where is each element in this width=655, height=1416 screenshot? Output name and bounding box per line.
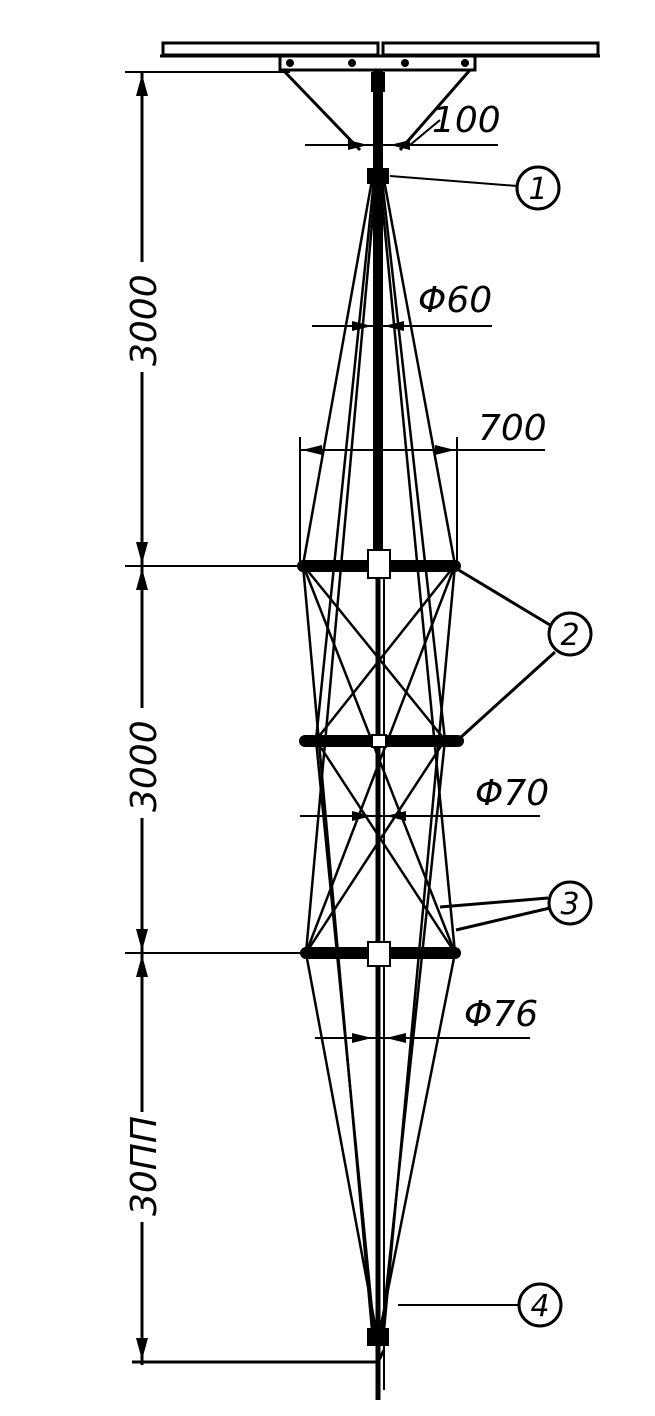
dim-spreader-width: 700 bbox=[478, 408, 547, 449]
dim-line-700 bbox=[299, 437, 545, 566]
dim-span-middle: 3000 bbox=[124, 720, 165, 812]
central-mast bbox=[371, 70, 385, 1400]
vertical-dimension-line bbox=[125, 71, 386, 1365]
callout-4: 4 bbox=[398, 1282, 563, 1328]
dim-diameter-middle: Φ70 bbox=[475, 773, 549, 814]
callout-3: 3 bbox=[439, 880, 593, 932]
top-hub bbox=[367, 168, 389, 184]
callout-label-2: 2 bbox=[560, 618, 579, 653]
dim-line-phi60 bbox=[312, 321, 492, 331]
callout-label-1: 1 bbox=[528, 172, 547, 207]
dim-span-lower: 30ПП bbox=[124, 1116, 165, 1216]
callout-1: 1 bbox=[389, 165, 561, 211]
dim-top-gap: 100 bbox=[432, 100, 501, 141]
callout-label-3: 3 bbox=[560, 887, 579, 922]
dim-line-100 bbox=[305, 119, 498, 150]
dim-diameter-top: Φ60 bbox=[418, 280, 492, 321]
bottom-hub bbox=[367, 1328, 389, 1346]
mounting-bracket bbox=[160, 41, 600, 152]
callout-label-4: 4 bbox=[530, 1289, 549, 1324]
callout-2: 2 bbox=[456, 567, 593, 740]
dim-span-upper: 3000 bbox=[124, 274, 165, 366]
dim-line-phi70 bbox=[300, 811, 540, 821]
dim-diameter-bottom: Φ76 bbox=[464, 994, 538, 1035]
spreaders bbox=[297, 549, 464, 967]
dim-line-phi76 bbox=[315, 1033, 530, 1043]
